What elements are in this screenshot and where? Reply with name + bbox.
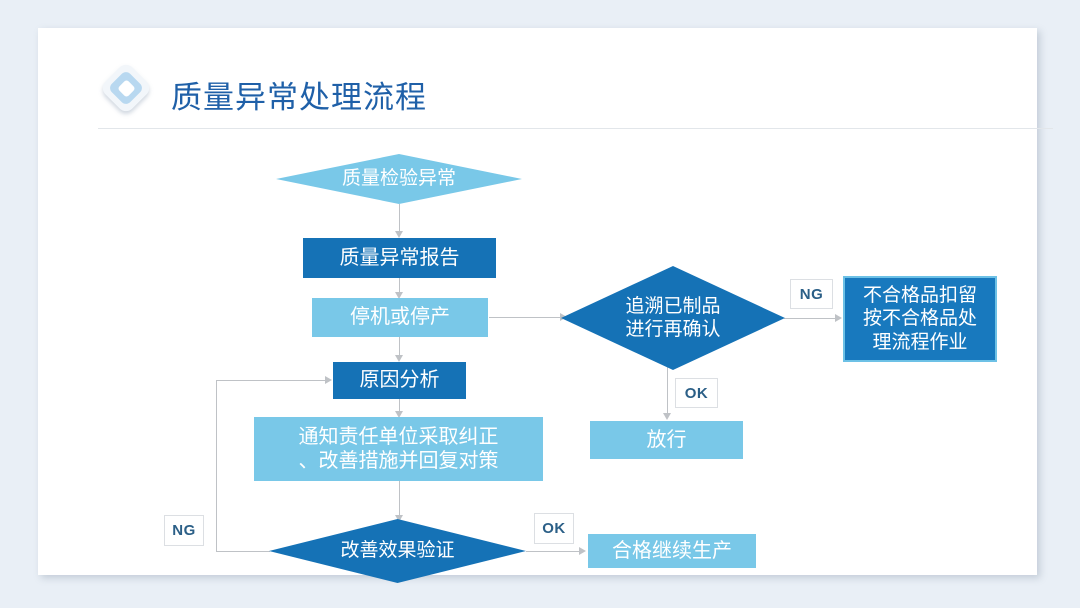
trace-diamond-shape [561, 266, 785, 370]
node-cause-label: 原因分析 [359, 369, 440, 392]
connector-stop-cause [399, 337, 400, 356]
connector-verify-loop-bottom [216, 551, 270, 552]
arrowhead-verify-cause [325, 376, 332, 384]
node-trace-labels: 追溯已制品 进行再确认 [561, 266, 785, 370]
connector-trace-release [667, 364, 668, 414]
node-verify-diamond[interactable]: 改善效果验证 [269, 519, 526, 583]
connector-notify-verify [399, 481, 400, 516]
connector-verify-continue [526, 551, 581, 552]
node-trace-label-line1: 追溯已制品 [625, 295, 721, 317]
connector-report-stop [399, 278, 400, 293]
node-report[interactable]: 质量异常报告 [303, 238, 496, 278]
arrowhead-verify-continue [579, 547, 586, 555]
arrowhead-start-report [395, 231, 403, 238]
node-release-label: 放行 [646, 428, 687, 451]
node-hold-label-line1: 不合格品扣留 [862, 285, 977, 307]
title-divider [98, 128, 1053, 129]
arrowhead-report-stop [395, 292, 403, 299]
node-cause[interactable]: 原因分析 [333, 362, 466, 399]
node-notify-label-line2: 、改善措施并回复对策 [298, 450, 499, 472]
start-diamond-shape [276, 154, 522, 204]
node-report-label: 质量异常报告 [339, 246, 460, 269]
node-start-label: 质量检验异常 [341, 168, 456, 190]
connector-cause-notify [399, 399, 400, 412]
node-release[interactable]: 放行 [590, 421, 743, 459]
connector-stop-trace [489, 317, 561, 318]
diamond-logo-icon [99, 61, 153, 115]
node-hold-label-line3: 理流程作业 [872, 331, 968, 353]
node-start-diamond[interactable]: 质量检验异常 [276, 154, 522, 204]
node-verify-label: 改善效果验证 [340, 540, 455, 562]
edge-tag-ng-trace: NG [790, 279, 833, 309]
slide-card: 质量异常处理流程 [38, 28, 1053, 583]
node-notify[interactable]: 通知责任单位采取纠正 、改善措施并回复对策 [254, 417, 543, 481]
arrowhead-cause-notify [395, 411, 403, 418]
node-continue-label: 合格继续生产 [612, 539, 732, 562]
arrowhead-trace-release [663, 413, 671, 420]
verify-diamond-shape [269, 519, 526, 583]
node-stop[interactable]: 停机或停产 [312, 298, 488, 337]
node-hold[interactable]: 不合格品扣留 按不合格品处 理流程作业 [843, 276, 997, 362]
arrowhead-notify-verify [395, 515, 403, 522]
node-stop-label: 停机或停产 [350, 306, 450, 329]
connector-start-report [399, 204, 400, 232]
node-continue[interactable]: 合格继续生产 [588, 534, 756, 568]
connector-trace-hold [784, 318, 837, 319]
connector-verify-loop-top [216, 380, 326, 381]
node-notify-label-line1: 通知责任单位采取纠正 [298, 425, 499, 448]
edge-tag-ok-trace: OK [675, 378, 718, 408]
edge-tag-ok-verify: OK [534, 513, 574, 544]
edge-tag-ng-verify: NG [164, 515, 204, 546]
page-title: 质量异常处理流程 [171, 80, 427, 115]
arrowhead-trace-hold [835, 314, 842, 322]
arrowhead-stop-cause [395, 355, 403, 362]
connector-verify-loop-left [216, 380, 217, 552]
node-hold-label-line2: 按不合格品处 [862, 308, 977, 330]
node-trace-label-line2: 进行再确认 [625, 319, 721, 340]
node-trace-diamond[interactable]: 追溯已制品 进行再确认 [561, 266, 785, 370]
